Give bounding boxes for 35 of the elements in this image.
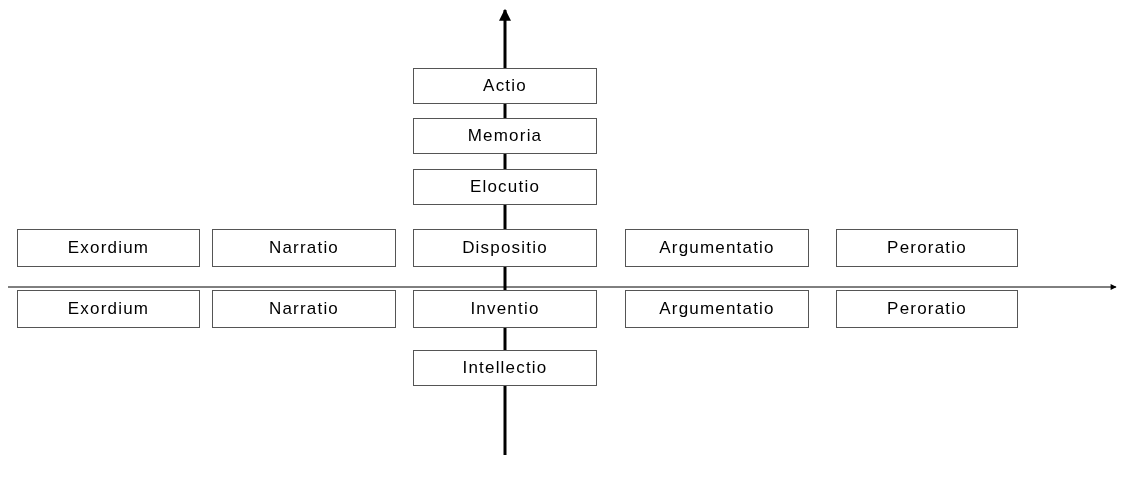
connector-line <box>503 154 507 169</box>
connector-line <box>503 328 507 350</box>
connector-line <box>503 386 507 455</box>
stage-box <box>413 229 597 267</box>
stage-box <box>413 68 597 104</box>
stage-box <box>625 290 809 328</box>
connector-line <box>503 267 507 290</box>
stage-box <box>212 290 396 328</box>
stage-box <box>413 350 597 386</box>
connector-line <box>503 104 507 118</box>
stage-label: Inventio <box>470 299 540 319</box>
stage-label: Narratio <box>268 238 340 258</box>
stage-label: Narratio <box>268 299 340 319</box>
stage-box <box>836 290 1018 328</box>
stage-label: Memoria <box>467 126 543 146</box>
stage-box <box>413 118 597 154</box>
stage-label: Argumentatio <box>659 299 775 319</box>
connector-line <box>503 205 507 229</box>
stage-box <box>836 229 1018 267</box>
stage-label: Exordium <box>67 299 150 319</box>
stage-label: Intellectio <box>462 358 548 378</box>
stage-box <box>625 229 809 267</box>
stage-label: Elocutio <box>469 177 541 197</box>
stage-label: Peroratio <box>887 238 967 258</box>
stage-label: Dispositio <box>462 238 548 258</box>
connector-line <box>499 8 511 68</box>
stage-box <box>413 169 597 205</box>
stage-box <box>413 290 597 328</box>
stage-box <box>17 229 200 267</box>
stage-label: Exordium <box>67 238 150 258</box>
stage-label: Argumentatio <box>659 238 775 258</box>
stage-box <box>212 229 396 267</box>
stage-label: Peroratio <box>887 299 967 319</box>
stage-box <box>17 290 200 328</box>
stage-label: Actio <box>483 76 527 96</box>
